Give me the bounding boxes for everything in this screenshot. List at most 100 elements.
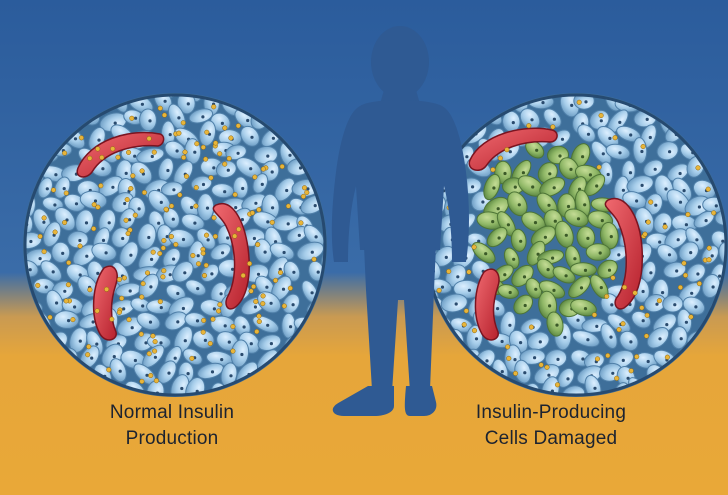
damaged-cell xyxy=(546,311,564,337)
cell xyxy=(111,227,131,248)
insulin-dot xyxy=(497,155,503,161)
cell-nucleus xyxy=(523,371,527,375)
insulin-dot xyxy=(436,287,442,293)
insulin-dot xyxy=(466,269,472,275)
cell xyxy=(541,376,560,395)
cell-nucleus xyxy=(506,223,510,227)
cell-nucleus xyxy=(201,115,205,119)
cell-nucleus xyxy=(599,119,603,123)
cell xyxy=(577,124,596,143)
cell-nucleus xyxy=(173,356,177,360)
cell xyxy=(571,330,600,348)
insulin-dot xyxy=(208,175,214,181)
cell-nucleus xyxy=(226,236,230,240)
cell-nucleus xyxy=(266,154,270,158)
cell-nucleus xyxy=(519,341,523,345)
insulin-dot xyxy=(594,356,601,362)
cell-nucleus xyxy=(553,219,557,223)
insulin-dot xyxy=(37,233,43,239)
cell-nucleus xyxy=(171,217,175,221)
cell-nucleus xyxy=(689,251,693,255)
cell-nucleus xyxy=(186,372,190,376)
cell-nucleus xyxy=(140,102,144,106)
insulin-dot xyxy=(252,174,258,180)
cell-nucleus xyxy=(641,289,645,294)
insulin-dot xyxy=(490,167,496,173)
cell xyxy=(139,108,157,132)
insulin-dot xyxy=(526,123,532,129)
cell-nucleus xyxy=(172,188,176,192)
insulin-dot xyxy=(129,115,135,121)
cell-nucleus xyxy=(221,251,225,255)
cell-nucleus xyxy=(543,235,548,239)
insulin-dot xyxy=(203,262,209,268)
cell-nucleus xyxy=(440,285,445,289)
cell-nucleus xyxy=(310,250,314,254)
insulin-dot xyxy=(210,316,216,322)
cell-nucleus xyxy=(310,291,314,295)
cell xyxy=(656,141,679,161)
insulin-dot xyxy=(63,190,69,196)
cell-nucleus xyxy=(159,306,163,310)
cell-nucleus xyxy=(149,285,153,289)
insulin-dot xyxy=(141,189,147,196)
insulin-dot xyxy=(126,149,132,155)
child-silhouette xyxy=(331,26,469,416)
damaged-cell xyxy=(471,241,496,264)
insulin-dot xyxy=(311,256,317,262)
cell-nucleus xyxy=(684,320,689,324)
cell-nucleus xyxy=(271,136,275,140)
insulin-dot xyxy=(301,185,308,191)
insulin-dot xyxy=(696,281,702,287)
cell-nucleus xyxy=(601,152,605,156)
cell-nucleus xyxy=(241,186,245,191)
insulin-dot xyxy=(176,130,182,136)
cell-nucleus xyxy=(122,307,126,311)
cell-nucleus xyxy=(281,287,286,291)
cell-nucleus xyxy=(583,307,588,311)
insulin-dot xyxy=(77,243,83,249)
insulin-dot xyxy=(87,155,93,161)
insulin-dot xyxy=(287,285,293,291)
cell-nucleus xyxy=(678,200,683,204)
cell-nucleus xyxy=(546,268,550,272)
insulin-dot xyxy=(648,199,654,205)
insulin-dot xyxy=(605,353,611,359)
cell-nucleus xyxy=(249,342,253,346)
cell xyxy=(51,241,71,264)
cell-nucleus xyxy=(697,205,702,209)
insulin-dot xyxy=(150,333,156,339)
cell-nucleus xyxy=(168,133,172,137)
cell xyxy=(40,260,63,282)
cell-nucleus xyxy=(548,172,552,176)
cell-nucleus xyxy=(73,137,78,141)
blood-vessels-right xyxy=(468,127,644,341)
insulin-dot xyxy=(662,224,668,230)
cell-nucleus xyxy=(165,235,169,239)
cell xyxy=(109,358,127,383)
insulin-dot xyxy=(200,144,206,150)
cell-nucleus xyxy=(118,369,122,373)
insulin-dot xyxy=(272,277,279,283)
insulin-dot xyxy=(201,317,207,323)
insulin-dot xyxy=(62,150,68,156)
cell xyxy=(519,348,546,365)
cell-nucleus xyxy=(558,154,562,158)
cell xyxy=(185,279,207,296)
cell-nucleus xyxy=(124,171,128,175)
cell-nucleus xyxy=(640,183,644,187)
cell-nucleus xyxy=(547,203,551,207)
insulin-dot xyxy=(591,312,598,318)
insulin-dots xyxy=(431,99,717,388)
insulin-dot xyxy=(204,129,210,135)
cell-nucleus xyxy=(523,303,527,308)
cell-nucleus xyxy=(556,357,560,361)
cell-nucleus xyxy=(133,154,137,158)
insulin-dot xyxy=(681,260,687,266)
cell xyxy=(91,242,117,262)
cell-nucleus xyxy=(511,121,515,125)
insulin-dot xyxy=(279,163,285,170)
cell xyxy=(160,181,183,197)
cell-nucleus xyxy=(621,358,625,362)
cell-nucleus xyxy=(112,355,116,359)
